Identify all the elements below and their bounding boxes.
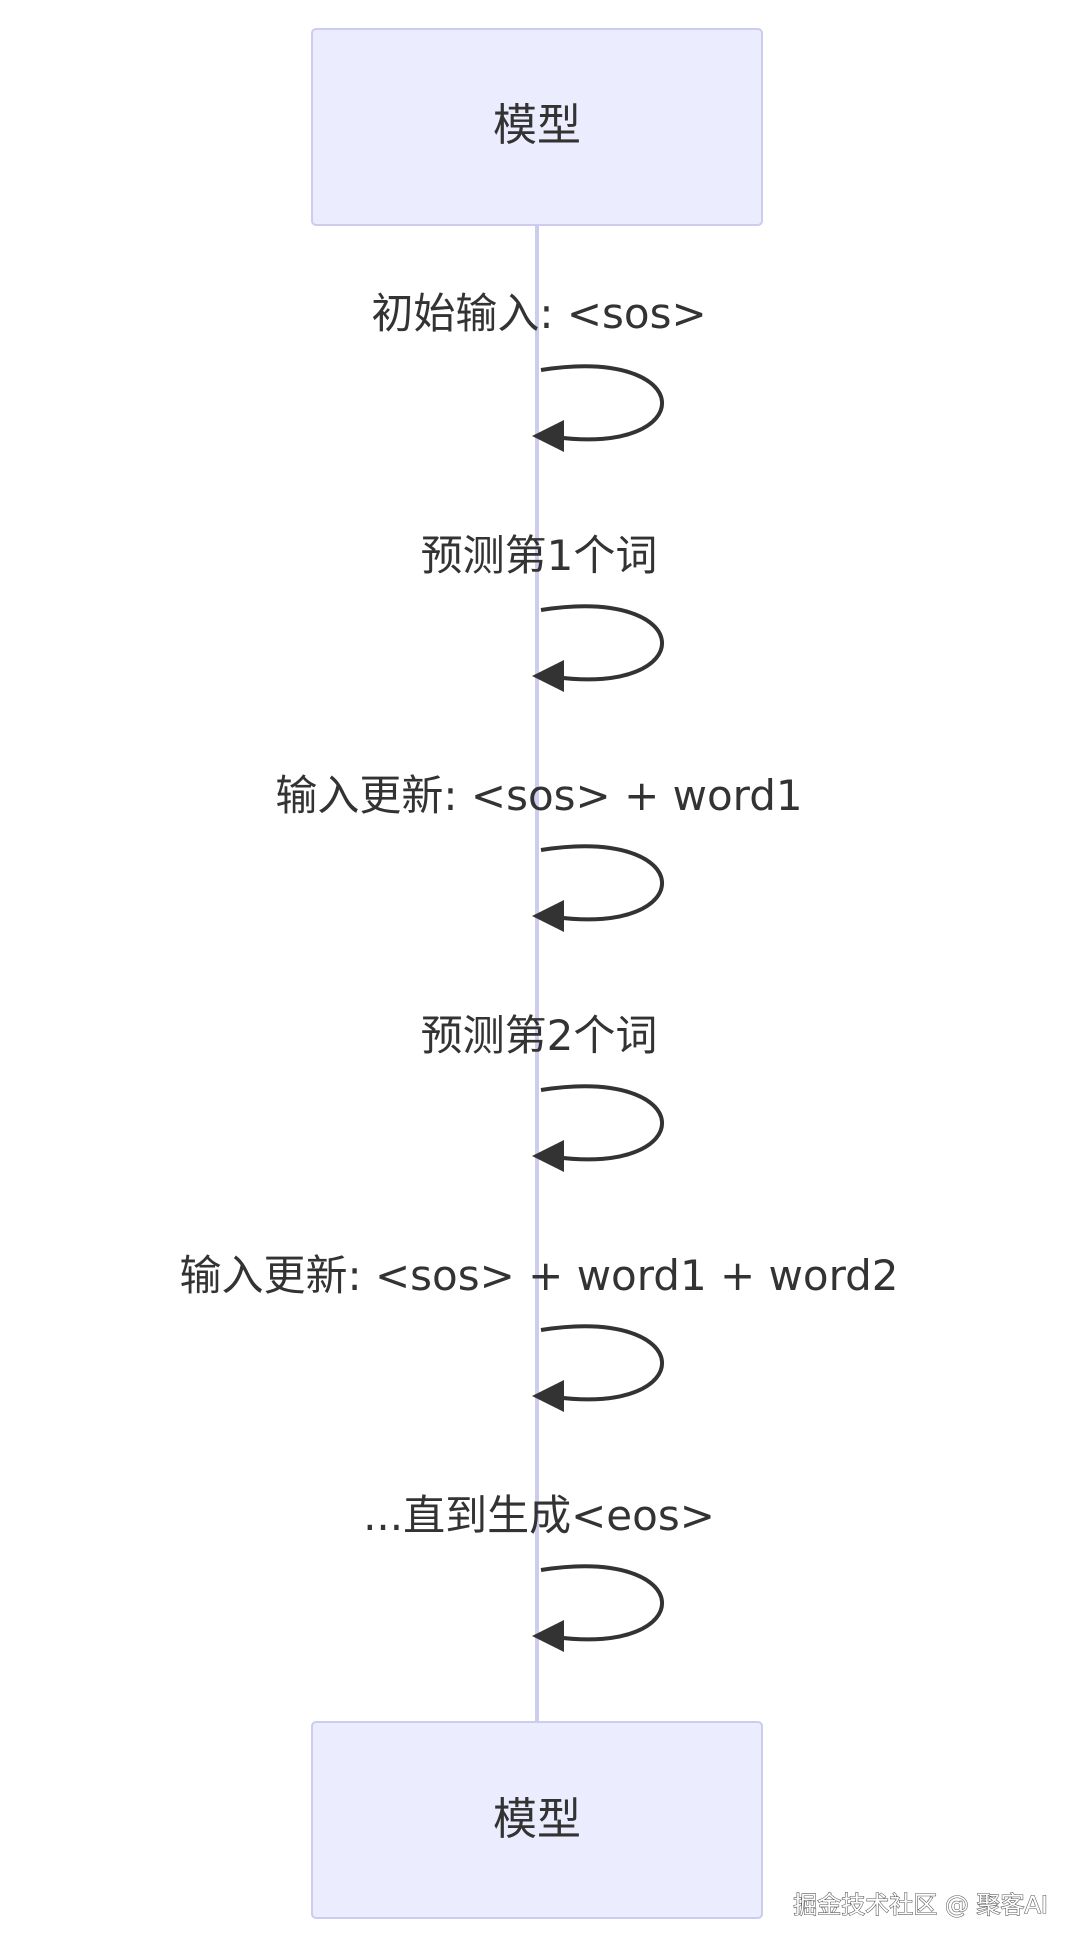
participant-top-box (311, 28, 763, 226)
participant-bottom: 模型 (311, 1721, 763, 1919)
message-5: 输入更新: <sos> + word1 + word2 (179, 1251, 899, 1412)
message-4: 预测第2个词 (421, 1011, 664, 1172)
participant-top-label: 模型 (493, 100, 581, 151)
message-3-self-loop (540, 844, 664, 922)
message-5-label: 输入更新: <sos> + word1 + word2 (179, 1251, 898, 1300)
message-2-arrowhead (532, 660, 564, 692)
message-2-label: 预测第1个词 (421, 531, 658, 580)
message-1-arrowhead (532, 420, 564, 452)
message-4-arrowhead (532, 1140, 564, 1172)
watermark-text: 掘金技术社区 @ 聚客AI (793, 1891, 1048, 1919)
message-6-self-loop (540, 1564, 664, 1642)
message-6-label: ...直到生成<eos> (363, 1491, 715, 1540)
message-1-self-loop (540, 364, 664, 442)
message-1-label: 初始输入: <sos> (371, 289, 706, 338)
message-5-self-loop (540, 1324, 664, 1402)
message-3-label: 输入更新: <sos> + word1 (275, 771, 802, 820)
message-2: 预测第1个词 (421, 531, 664, 692)
message-5-arrowhead (532, 1380, 564, 1412)
participant-bottom-label: 模型 (493, 1794, 581, 1845)
message-6: ...直到生成<eos> (363, 1491, 715, 1652)
participant-top: 模型 (311, 28, 763, 226)
message-4-label: 预测第2个词 (421, 1011, 658, 1060)
message-3: 输入更新: <sos> + word1 (275, 771, 803, 932)
message-4-self-loop (540, 1084, 664, 1162)
participant-bottom-box (311, 1721, 763, 1919)
message-2-self-loop (540, 604, 664, 682)
message-list: 初始输入: <sos> 预测第1个词 输入更新: <sos> + word1 预… (179, 289, 899, 1652)
message-1: 初始输入: <sos> (371, 289, 707, 452)
message-6-arrowhead (532, 1620, 564, 1652)
message-3-arrowhead (532, 900, 564, 932)
